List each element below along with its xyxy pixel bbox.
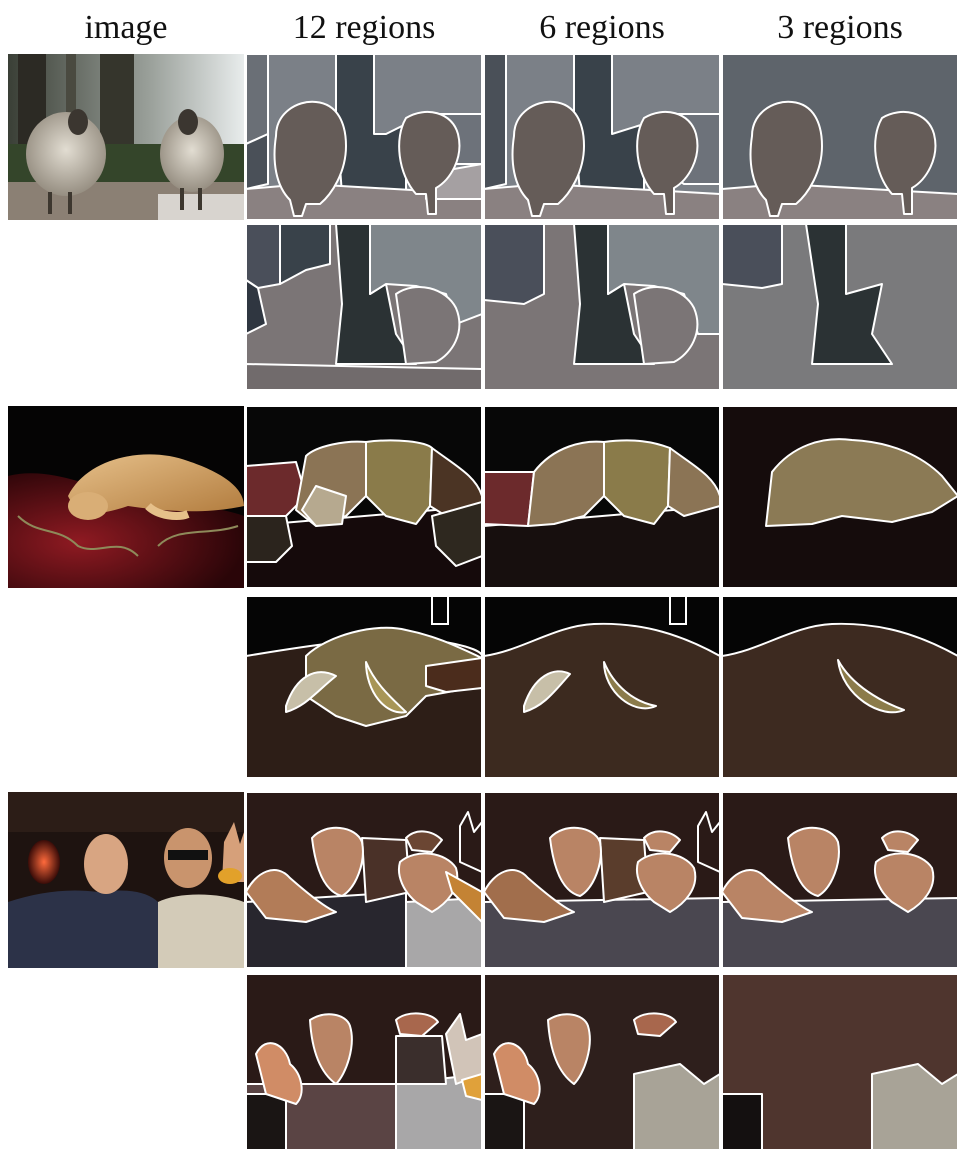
column-header-image: image xyxy=(84,9,168,46)
cat-photo xyxy=(8,406,244,588)
people-seg-12-bottom xyxy=(246,974,482,1150)
people-seg-12-top xyxy=(246,792,482,968)
people-seg-3-top xyxy=(722,792,958,968)
cat-seg-12-top xyxy=(246,406,482,588)
people-seg-3-bottom xyxy=(722,974,958,1150)
cat-seg-6-top xyxy=(484,406,720,588)
people-seg-6-bottom xyxy=(484,974,720,1150)
column-header-3-regions: 3 regions xyxy=(777,9,903,46)
cat-seg-3-top xyxy=(722,406,958,588)
people-photo xyxy=(8,792,244,968)
cat-seg-12-bottom xyxy=(246,596,482,778)
people-seg-6-top xyxy=(484,792,720,968)
sheep-seg-6-bottom xyxy=(484,224,720,390)
sheep-seg-12-bottom xyxy=(246,224,482,390)
column-header-6-regions: 6 regions xyxy=(539,9,665,46)
column-header-12-regions: 12 regions xyxy=(292,9,436,46)
sheep-photo xyxy=(8,54,244,220)
sheep-seg-3-bottom xyxy=(722,224,958,390)
sheep-seg-3-top xyxy=(722,54,958,220)
cat-seg-6-bottom xyxy=(484,596,720,778)
cat-seg-3-bottom xyxy=(722,596,958,778)
sheep-seg-6-top xyxy=(484,54,720,220)
sheep-seg-12-top xyxy=(246,54,482,220)
